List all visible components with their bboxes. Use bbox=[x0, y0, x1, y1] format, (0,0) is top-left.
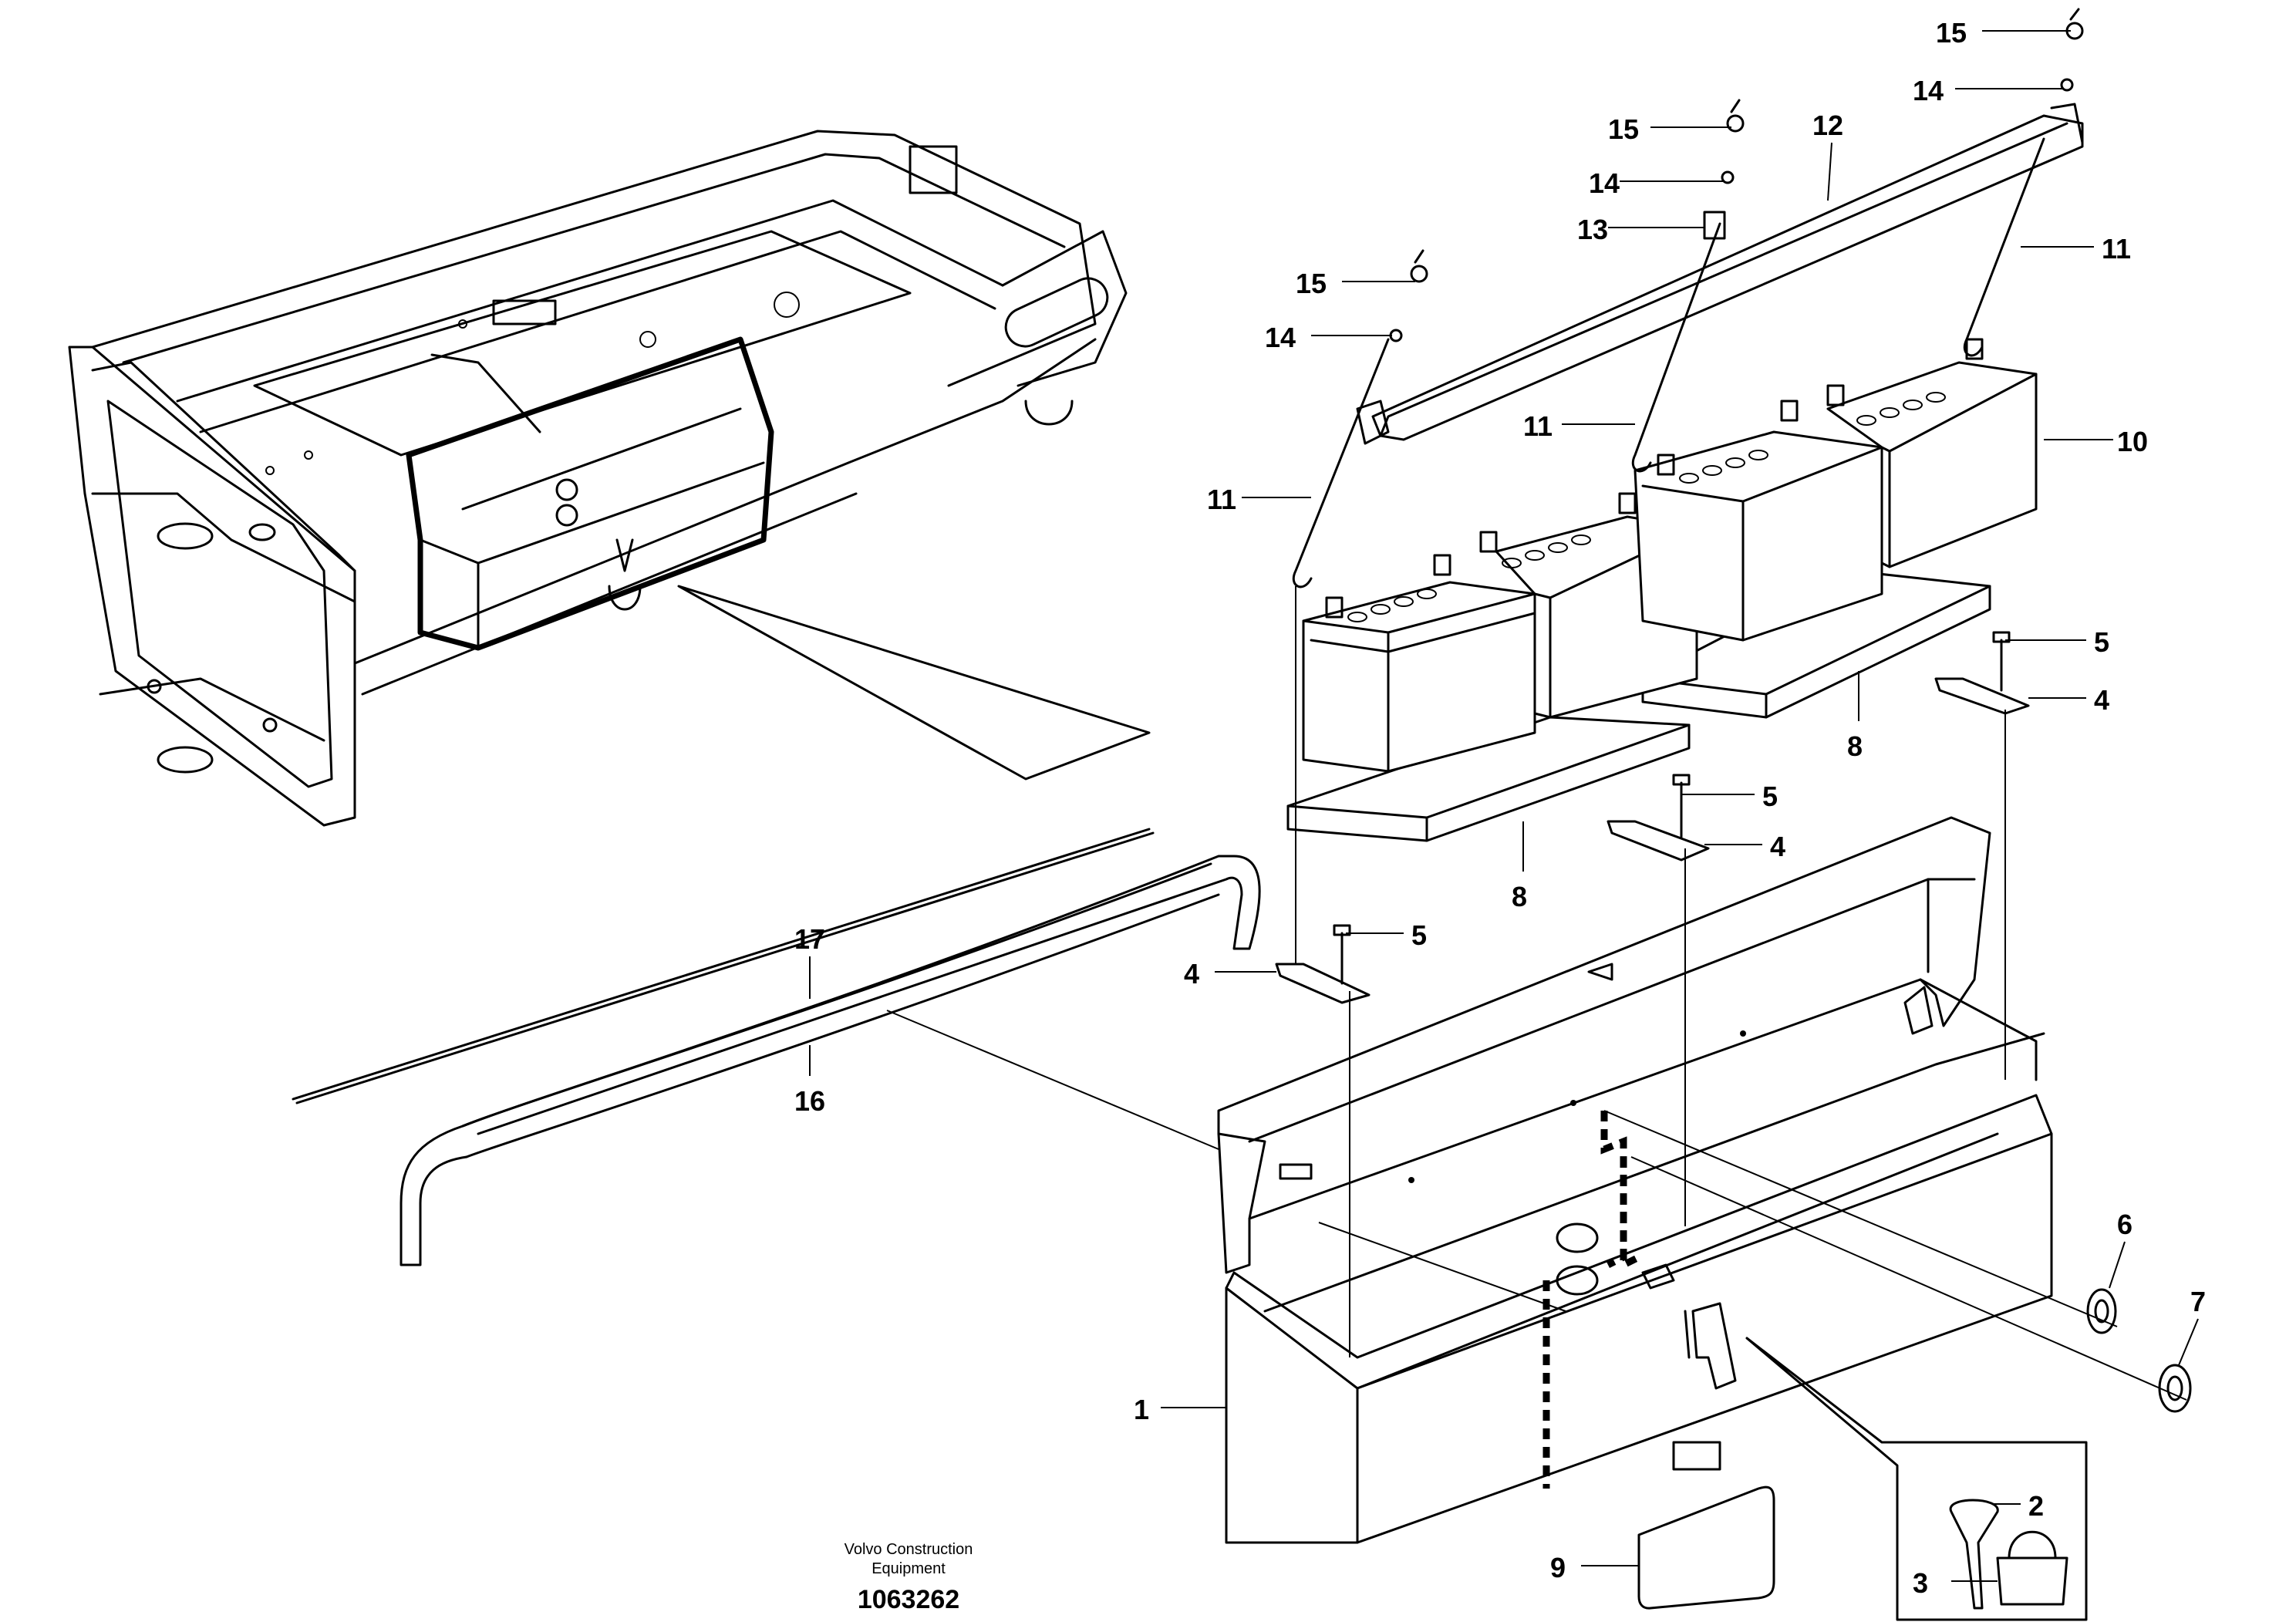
callout-8-right: 8 bbox=[1847, 730, 1863, 762]
drawing-number: 1063262 bbox=[858, 1585, 959, 1614]
callout-17: 17 bbox=[794, 923, 825, 955]
batteries bbox=[1302, 338, 2038, 773]
dashed-cutout bbox=[1620, 1157, 1641, 1271]
callout-11-right: 11 bbox=[2102, 233, 2131, 265]
callout-11-left: 11 bbox=[1207, 484, 1236, 515]
callout-4-right: 4 bbox=[2094, 684, 2109, 716]
brand-line-2: Equipment bbox=[872, 1560, 946, 1577]
callout-16: 16 bbox=[794, 1085, 825, 1117]
brackets-and-bolts bbox=[1275, 631, 2030, 1004]
callout-5-right: 5 bbox=[2094, 626, 2109, 658]
hold-down-bar bbox=[1356, 103, 2084, 445]
callout-5-mid: 5 bbox=[1762, 781, 1778, 812]
callout-7: 7 bbox=[2190, 1286, 2206, 1317]
callout-15-left: 15 bbox=[1296, 268, 1327, 299]
callout-14-left: 14 bbox=[1265, 322, 1296, 353]
detail-inset bbox=[1745, 1337, 2088, 1621]
callout-13: 13 bbox=[1577, 214, 1608, 245]
grommet-6-inner bbox=[2094, 1299, 2109, 1324]
nuts-washers bbox=[1389, 8, 2084, 342]
brand-line-1: Volvo Construction bbox=[845, 1541, 973, 1558]
callout-15-top: 15 bbox=[1936, 17, 1967, 49]
grommet-6 bbox=[2086, 1288, 2117, 1334]
j-bolts bbox=[1292, 137, 2045, 588]
callout-4-mid: 4 bbox=[1770, 831, 1785, 862]
callout-10: 10 bbox=[2117, 426, 2148, 457]
callout-14-top: 14 bbox=[1913, 75, 1944, 106]
footer-block: Volvo Construction Equipment 1063262 bbox=[845, 1541, 973, 1614]
callout-15-mid: 15 bbox=[1608, 113, 1639, 145]
chassis-frame-illustration bbox=[68, 130, 1151, 827]
callout-4-left: 4 bbox=[1184, 958, 1199, 990]
callout-6: 6 bbox=[2117, 1209, 2132, 1240]
callout-11-mid: 11 bbox=[1523, 410, 1553, 442]
callout-9: 9 bbox=[1550, 1552, 1566, 1583]
callout-1: 1 bbox=[1134, 1394, 1149, 1425]
battery-box bbox=[1217, 816, 2053, 1544]
callout-5-left: 5 bbox=[1411, 919, 1427, 951]
rod-parts bbox=[292, 828, 1261, 1266]
callout-3: 3 bbox=[1913, 1567, 1928, 1599]
grommet-7-inner bbox=[2166, 1375, 2183, 1401]
part-callouts: 15 14 15 12 14 13 11 15 14 11 10 11 5 4 … bbox=[794, 17, 2206, 1599]
dashed-cutout bbox=[1600, 1111, 1627, 1269]
callout-2: 2 bbox=[2028, 1490, 2044, 1522]
leader-lines bbox=[809, 30, 2199, 1566]
callout-8-left: 8 bbox=[1512, 881, 1527, 912]
grommet-7 bbox=[2158, 1364, 2192, 1413]
callout-12: 12 bbox=[1812, 110, 1843, 141]
callout-14-mid: 14 bbox=[1589, 167, 1620, 199]
plate-9 bbox=[1637, 1485, 1775, 1610]
